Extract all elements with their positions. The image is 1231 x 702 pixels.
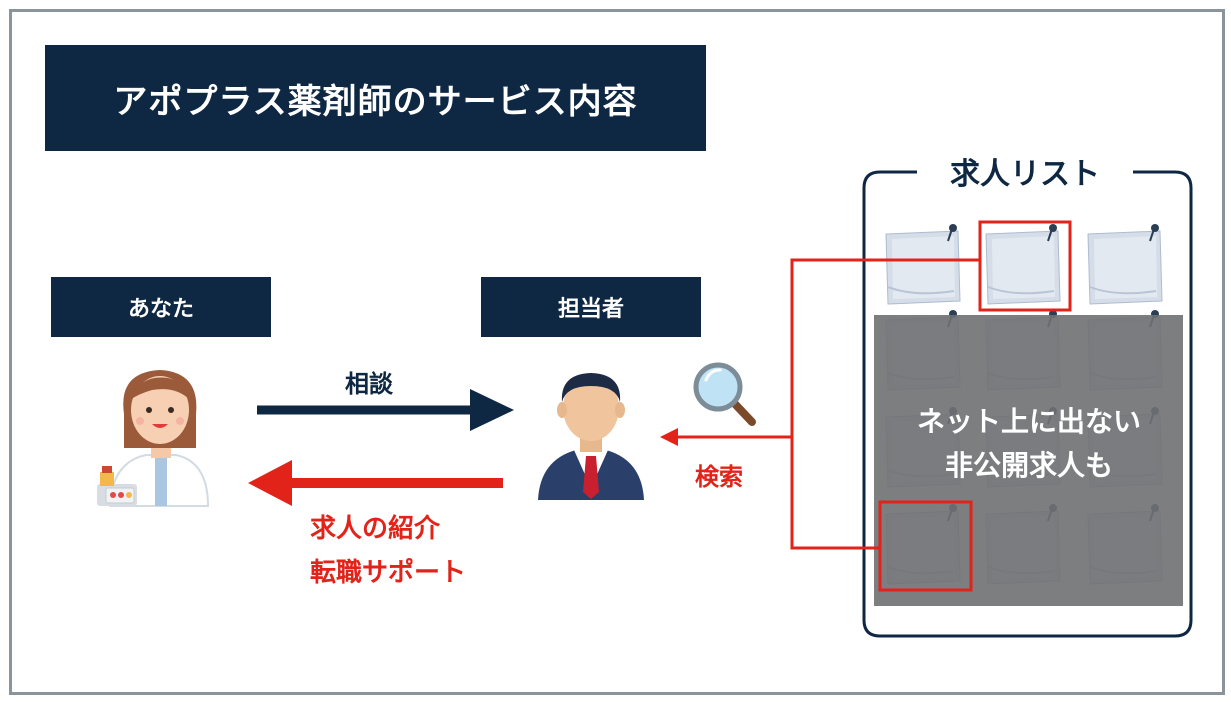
search-result-arrowhead [660, 428, 678, 446]
highlight-box-bottom [878, 500, 973, 592]
consult-arrowhead [470, 389, 514, 431]
hidden-jobs-line2: 非公開求人も [944, 449, 1113, 482]
hidden-jobs-text: ネット上に出ない 非公開求人も [884, 400, 1174, 488]
search-connector [790, 258, 980, 550]
agent-label: 担当者 [481, 277, 701, 337]
return-arrowhead [248, 460, 292, 506]
search-label: 検索 [695, 463, 743, 491]
job-list-title: 求人リスト [950, 157, 1100, 192]
return-label-line1: 求人の紹介 [310, 514, 441, 544]
return-label-line2: 転職サポート [310, 558, 467, 588]
highlight-box-top [978, 220, 1072, 312]
consult-label: 相談 [345, 370, 393, 398]
you-label: あなた [51, 277, 271, 337]
page-title: アポプラス薬剤師のサービス内容 [45, 45, 706, 151]
return-label: 求人の紹介 転職サポート [310, 507, 466, 595]
hidden-jobs-line1: ネット上に出ない [916, 405, 1141, 438]
hidden-jobs-overlay [874, 315, 1183, 606]
